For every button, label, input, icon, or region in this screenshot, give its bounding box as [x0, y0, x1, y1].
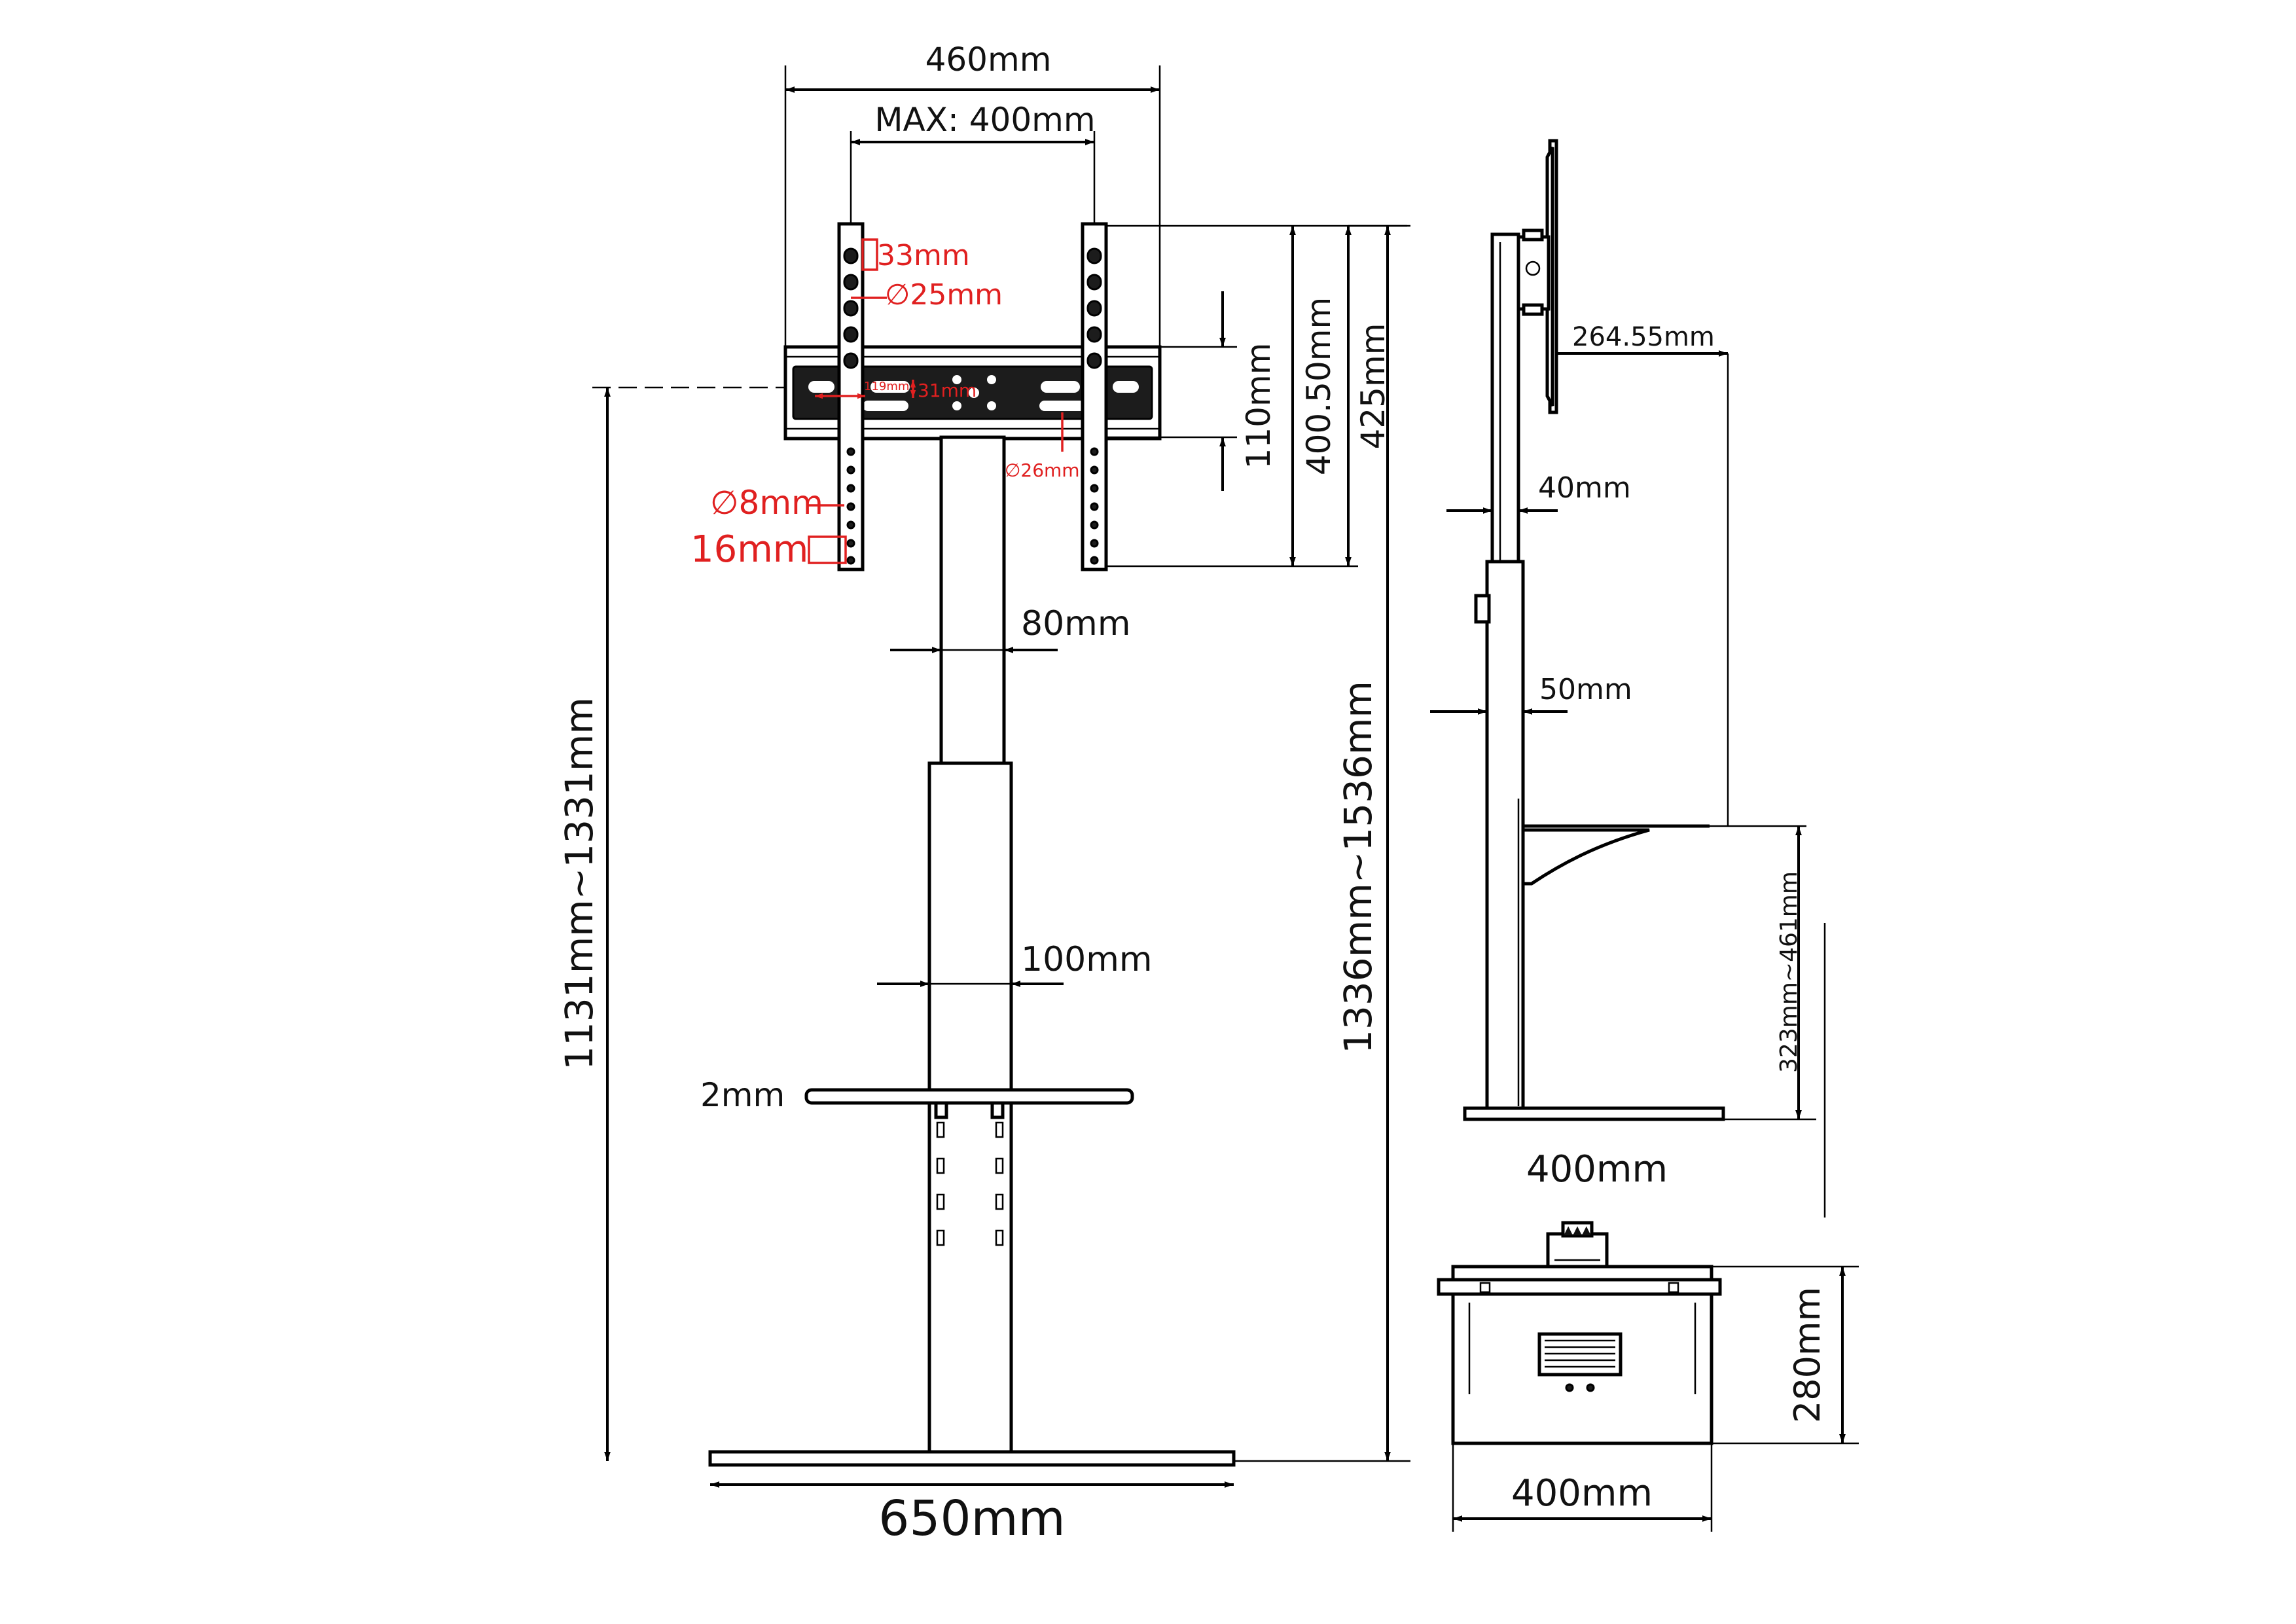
label-2mm: 2mm	[700, 1076, 785, 1114]
svg-text:▲▲▲: ▲▲▲	[1564, 1223, 1591, 1237]
label-1336-1536mm: 1336mm~1536mm	[1336, 681, 1380, 1054]
label-460mm: 460mm	[925, 41, 1052, 79]
label-100mm: 100mm	[1021, 940, 1153, 979]
label-110mm: 110mm	[1240, 343, 1278, 469]
side-view: 264.55mm 40mm 50mm 323mm~461mm 400mm	[1430, 139, 1826, 1218]
top-view: ▲▲▲ 280mm 400mm	[1437, 1221, 1859, 1532]
label-400-50mm: 400.50mm	[1300, 297, 1338, 475]
right-vertical-plate	[1081, 222, 1108, 571]
dim-vesa-max: MAX: 400mm	[850, 101, 1096, 232]
label-50mm: 50mm	[1539, 673, 1632, 706]
label-31mm: 31mm	[918, 380, 977, 401]
label-16mm: 16mm	[691, 528, 808, 571]
label-1131-1331mm: 1131mm~1331mm	[557, 697, 601, 1070]
dim-outer-width: 460mm	[784, 41, 1161, 347]
label-side-400mm: 400mm	[1526, 1148, 1668, 1191]
label-280mm: 280mm	[1787, 1287, 1828, 1423]
label-40mm: 40mm	[1538, 471, 1631, 505]
label-8mm: ∅8mm	[710, 484, 823, 522]
vent-grille	[1537, 1332, 1623, 1377]
label-26mm: ∅26mm	[1005, 460, 1080, 481]
label-264-55mm: 264.55mm	[1572, 322, 1715, 352]
label-650mm: 650mm	[878, 1490, 1065, 1547]
base-plate: 650mm	[708, 1450, 1236, 1547]
glass-shelf: 2mm	[700, 1076, 1134, 1246]
label-80mm: 80mm	[1021, 604, 1130, 643]
shelf-bracket-slots	[936, 1121, 1004, 1246]
lower-pole: 100mm	[877, 761, 1153, 1454]
label-33mm: 33mm	[877, 239, 970, 272]
label-max-400mm: MAX: 400mm	[874, 101, 1095, 139]
label-323-461mm: 323mm~461mm	[1776, 871, 1803, 1073]
dim-overall-heights: 1131mm~1331mm 1336mm~1536mm	[557, 225, 1410, 1462]
front-view: 460mm MAX: 400mm	[557, 41, 1410, 1547]
label-25mm: ∅25mm	[885, 278, 1003, 312]
label-119mm: 119mm	[864, 380, 909, 393]
label-top-400mm: 400mm	[1511, 1472, 1653, 1515]
red-annotations: 33mm ∅25mm 119mm 31mm ∅26mm ∅8mm 16mm	[691, 238, 1080, 571]
